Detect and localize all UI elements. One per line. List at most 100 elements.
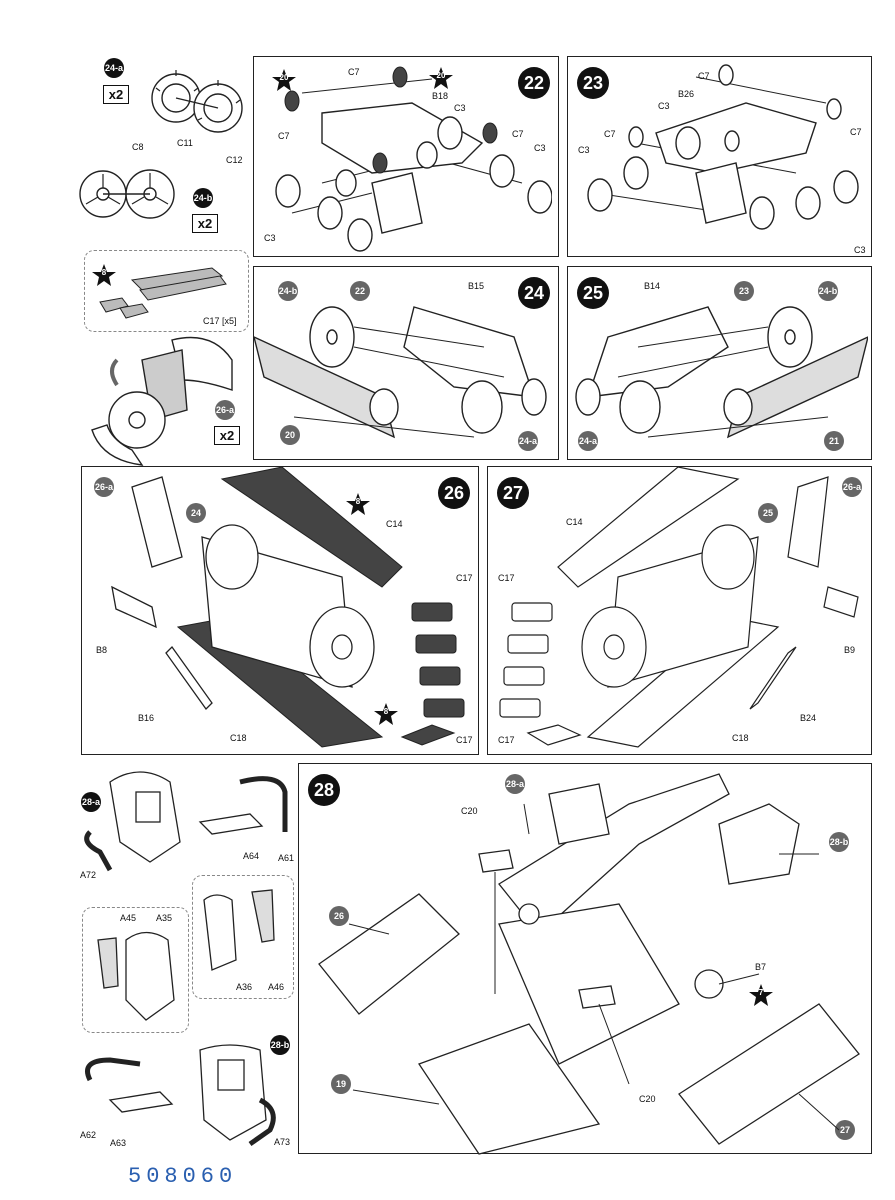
step-number-24: 24	[518, 277, 550, 309]
seat-28b-illustration	[85, 1044, 276, 1147]
label-a61: A61	[278, 853, 295, 863]
multiplier-26a: x2	[214, 426, 240, 445]
seat-subassembly-callout-left	[82, 907, 189, 1033]
label-c7-left: C7	[278, 131, 290, 141]
label-b18: B18	[432, 91, 449, 101]
label-c3-top: C3	[658, 101, 670, 111]
star-20-right: 20	[429, 67, 453, 89]
step-number-27: 27	[497, 477, 529, 509]
label-c17-bottom: C17	[498, 735, 515, 745]
seat-subassembly-callout-right	[192, 875, 294, 999]
label-c7-right: C7	[850, 127, 862, 137]
ref-27: 27	[835, 1120, 855, 1140]
ref-26a: 26-a	[94, 477, 114, 497]
ref-28b: 28-b	[270, 1035, 290, 1055]
ref-23: 23	[734, 281, 754, 301]
label-b15: B15	[468, 281, 485, 291]
label-a72: A72	[80, 870, 97, 880]
label-c14: C14	[386, 519, 403, 529]
page-code: 508060	[128, 1164, 238, 1189]
label-c17-top: C17	[456, 573, 473, 583]
label-c18: C18	[230, 733, 247, 743]
ref-26a: 26-a	[215, 400, 235, 420]
track-link-callout	[84, 250, 249, 332]
label-b7: B7	[755, 962, 767, 972]
label-b14: B14	[644, 281, 661, 291]
panel-step-22: 22 20 20 C7 B18 C3 C7 C7 C3 C3	[253, 56, 559, 257]
label-b9: B9	[844, 645, 856, 655]
ref-21: 21	[824, 431, 844, 451]
label-c11: C11	[177, 138, 193, 148]
star-8: 8	[346, 493, 370, 515]
label-b16: B16	[138, 713, 155, 723]
label-c3-bottom: C3	[854, 245, 866, 255]
label-a46: A46	[268, 982, 285, 992]
multiplier-24b: x2	[192, 214, 218, 233]
star-8-callout: 8	[92, 264, 116, 286]
label-c3-top: C3	[454, 103, 466, 113]
label-a73: A73	[274, 1137, 291, 1147]
label-c14: C14	[566, 517, 583, 527]
label-a45: A45	[120, 913, 137, 923]
ref-26: 26	[329, 906, 349, 926]
track-install-26-illustration	[111, 467, 465, 748]
step-number-22: 22	[518, 67, 550, 99]
howitzer-final-assembly-illustration	[318, 773, 860, 1155]
ref-24b: 24-b	[193, 188, 213, 208]
label-c12: C12	[226, 155, 243, 165]
label-c7-right: C7	[512, 129, 524, 139]
star-7: 7	[749, 984, 773, 1006]
hull-side-24-illustration	[254, 306, 547, 439]
ref-28a: 28-a	[505, 774, 525, 794]
label-b8: B8	[96, 645, 108, 655]
panel-step-25: 25 B14 23 24-b 24-a 21	[567, 266, 872, 460]
ref-24a: 24-a	[518, 431, 538, 451]
track-links-illustration	[99, 267, 227, 319]
label-c17-bottom: C17	[456, 735, 473, 745]
panel-step-23: 23 C7 B26 C3 C7 C7 C3 C3	[567, 56, 872, 257]
ref-26a: 26-a	[842, 477, 862, 497]
panel-step-27: 27 26-a 25 C14 C17 B9 B24 C18 C17	[487, 466, 872, 755]
label-a63: A63	[110, 1138, 127, 1148]
label-c17x5: C17 [x5]	[203, 316, 237, 326]
ref-24a: 24-a	[578, 431, 598, 451]
label-c3-bottom: C3	[264, 233, 276, 243]
ref-25: 25	[758, 503, 778, 523]
hand-assembly-illustration	[91, 336, 233, 466]
ref-24b: 24-b	[818, 281, 838, 301]
seat-28a-illustration	[84, 771, 288, 872]
step-number-26: 26	[438, 477, 470, 509]
ref-24: 24	[186, 503, 206, 523]
label-a35: A35	[156, 913, 173, 923]
label-a62: A62	[80, 1130, 97, 1140]
label-c7-top: C7	[698, 71, 710, 81]
ref-22: 22	[350, 281, 370, 301]
panel-step-24: 24 24-b 22 20 24-a B15	[253, 266, 559, 460]
bogie-assembly-22-illustration	[275, 66, 552, 252]
label-c8: C8	[132, 142, 144, 152]
ref-28b: 28-b	[829, 832, 849, 852]
star-8-lower: 8	[374, 703, 398, 725]
ref-24b: 24-b	[278, 281, 298, 301]
label-b26: B26	[678, 89, 695, 99]
panel-step-26: 26 26-a 24 8 8 C14 C17 B8 B16 C18 C17	[81, 466, 479, 755]
star-20-left: 20	[272, 69, 296, 91]
ref-28a: 28-a	[81, 792, 101, 812]
label-c3-left: C3	[578, 145, 590, 155]
step-number-23: 23	[577, 67, 609, 99]
label-c18: C18	[732, 733, 749, 743]
panel-step-28: 28 28-a 28-b 26 19 27 7 C20 B7 C20	[298, 763, 872, 1155]
label-c7-left: C7	[604, 129, 616, 139]
sprocket-pair-illustration	[151, 70, 243, 133]
label-c20-top: C20	[461, 806, 478, 816]
label-c20-bottom: C20	[639, 1094, 656, 1104]
seat-frames-illustration	[97, 889, 275, 1021]
label-c3-right: C3	[534, 143, 546, 153]
road-wheel-pair-illustration	[79, 169, 175, 219]
label-c7-top: C7	[348, 67, 360, 77]
ref-19: 19	[331, 1074, 351, 1094]
ref-20: 20	[280, 425, 300, 445]
bogie-assembly-23-illustration	[587, 64, 859, 230]
track-install-27-illustration	[499, 467, 859, 748]
hull-side-25-illustration	[575, 306, 868, 439]
